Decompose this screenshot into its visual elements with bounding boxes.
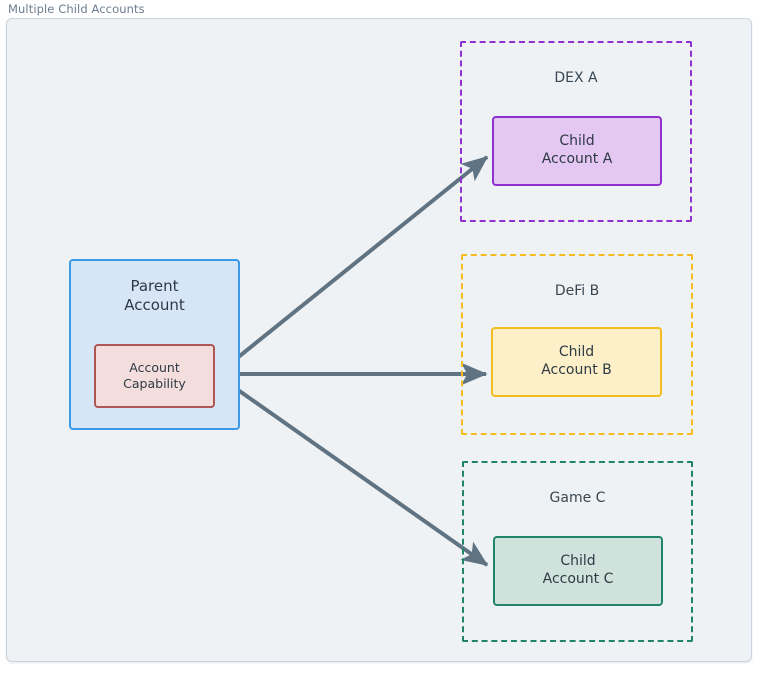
account-capability-label-line1: Account	[129, 360, 180, 375]
parent-account-label-line2: Account	[124, 296, 185, 315]
account-capability-node[interactable]: Account Capability	[94, 344, 215, 408]
child-account-a-label-line2: Account A	[541, 151, 613, 167]
account-capability-label-line2: Capability	[123, 376, 186, 391]
child-account-a-node[interactable]: Child Account A	[492, 116, 662, 186]
child-account-b-label-line1: Child	[558, 344, 595, 361]
cluster-defi-b-label: DeFi B	[554, 283, 600, 299]
cluster-defi-b: DeFi B	[461, 254, 693, 435]
child-account-c-node[interactable]: Child Account C	[493, 536, 663, 606]
cluster-dex-a: DEX A	[460, 41, 692, 222]
child-account-b-label-line2: Account B	[541, 362, 612, 378]
child-account-b-node[interactable]: Child Account B	[491, 327, 662, 397]
cluster-game-c-label: Game C	[549, 490, 606, 506]
cluster-dex-a-label: DEX A	[554, 70, 598, 86]
child-account-a-label-line1: Child	[559, 133, 595, 150]
cluster-game-c: Game C	[462, 461, 693, 642]
diagram-title: Multiple Child Accounts	[8, 2, 145, 16]
parent-account-label-line1: Parent	[130, 277, 179, 295]
child-account-c-label-line2: Account C	[542, 571, 614, 587]
child-account-c-label-line1: Child	[560, 553, 596, 570]
